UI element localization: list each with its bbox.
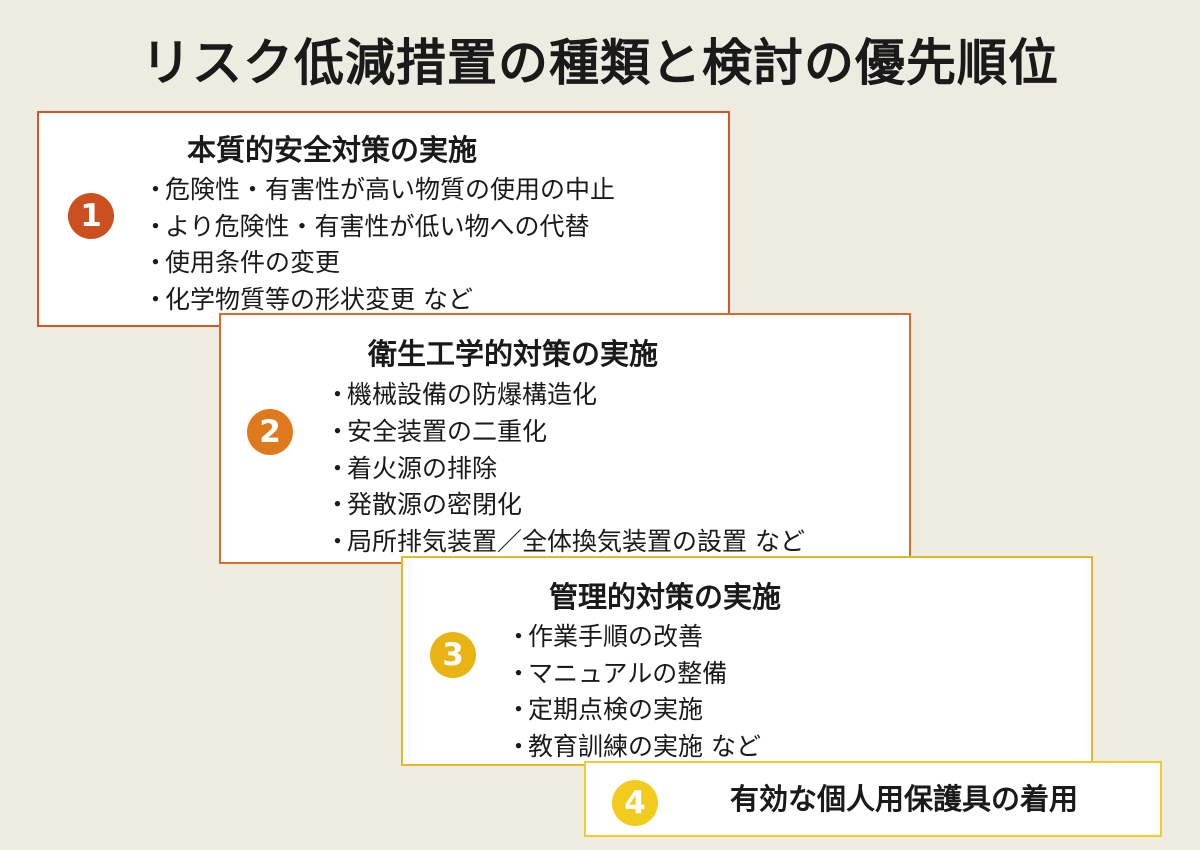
bullet: ・ (143, 211, 169, 241)
bullet: ・ (143, 175, 169, 204)
list-item: ・危険性・有害性が高い物質の使用の中止 (143, 172, 615, 209)
step-3-title: 管理的対策の実施 (549, 580, 782, 614)
bullet: ・ (325, 490, 351, 520)
list-item-text: 定期点検の実施 (528, 695, 704, 724)
list-item-text: 発散源の密閉化 (347, 490, 523, 520)
bullet: ・ (325, 527, 351, 557)
bullet: ・ (506, 622, 532, 651)
list-item: ・機械設備の防爆構造化 (325, 377, 805, 414)
list-item: ・着火源の排除 (325, 451, 805, 488)
step-2-title: 衛生工学的対策の実施 (368, 337, 659, 371)
list-item: ・使用条件の変更 (143, 245, 615, 282)
step-3-number-badge: 3 (430, 632, 476, 678)
step-4-title: 有効な個人用保護具の着用 (730, 782, 1079, 816)
step-2-number-badge: 2 (247, 409, 293, 455)
list-item: ・局所排気装置／全体換気装置の設置 など (325, 524, 805, 561)
step-4-number-badge: 4 (612, 780, 658, 826)
bullet: ・ (325, 453, 351, 483)
list-item-text: 作業手順の改善 (528, 622, 704, 651)
list-item-text: 機械設備の防爆構造化 (347, 380, 598, 409)
list-item: ・安全装置の二重化 (325, 414, 805, 451)
step-1-number-badge: 1 (68, 193, 114, 239)
bullet: ・ (143, 248, 169, 277)
list-item: ・より危険性・有害性が低い物への代替 (143, 209, 615, 246)
list-item-text: 危険性・有害性が高い物質の使用の中止 (165, 175, 616, 204)
step-3-item-list: ・作業手順の改善 ・マニュアルの整備 ・定期点検の実施 ・教育訓練の実施 など (506, 619, 761, 765)
step-1-title: 本質的安全対策の実施 (187, 133, 478, 167)
bullet: ・ (506, 658, 532, 688)
bullet: ・ (325, 380, 351, 409)
bullet: ・ (506, 695, 532, 724)
list-item: ・教育訓練の実施 など (506, 729, 761, 766)
list-item: ・化学物質等の形状変更 など (143, 282, 615, 319)
step-1-item-list: ・危険性・有害性が高い物質の使用の中止 ・より危険性・有害性が低い物への代替 ・… (143, 172, 615, 318)
list-item: ・発散源の密閉化 (325, 487, 805, 524)
bullet: ・ (325, 416, 351, 446)
list-item: ・定期点検の実施 (506, 692, 761, 729)
list-item-text: 教育訓練の実施 など (528, 731, 761, 761)
list-item-text: 局所排気装置／全体換気装置の設置 など (347, 527, 805, 557)
list-item-text: より危険性・有害性が低い物への代替 (165, 211, 590, 241)
bullet: ・ (143, 284, 169, 314)
step-3-box: 3 管理的対策の実施 ・作業手順の改善 ・マニュアルの整備 ・定期点検の実施 ・… (401, 556, 1093, 766)
list-item-text: 安全装置の二重化 (347, 416, 548, 446)
step-4-box: 4 有効な個人用保護具の着用 (584, 761, 1162, 837)
list-item: ・作業手順の改善 (506, 619, 761, 656)
list-item: ・マニュアルの整備 (506, 656, 761, 693)
list-item-text: 着火源の排除 (347, 453, 498, 483)
list-item-text: 化学物質等の形状変更 など (165, 284, 473, 314)
list-item-text: 使用条件の変更 (165, 248, 341, 277)
diagram-title: リスク低減措置の種類と検討の優先順位 (141, 34, 1059, 92)
step-1-box: 1 本質的安全対策の実施 ・危険性・有害性が高い物質の使用の中止 ・より危険性・… (37, 111, 730, 327)
bullet: ・ (506, 731, 532, 761)
step-2-item-list: ・機械設備の防爆構造化 ・安全装置の二重化 ・着火源の排除 ・発散源の密閉化 ・… (325, 377, 805, 561)
step-2-box: 2 衛生工学的対策の実施 ・機械設備の防爆構造化 ・安全装置の二重化 ・着火源の… (219, 313, 911, 564)
list-item-text: マニュアルの整備 (528, 658, 728, 688)
